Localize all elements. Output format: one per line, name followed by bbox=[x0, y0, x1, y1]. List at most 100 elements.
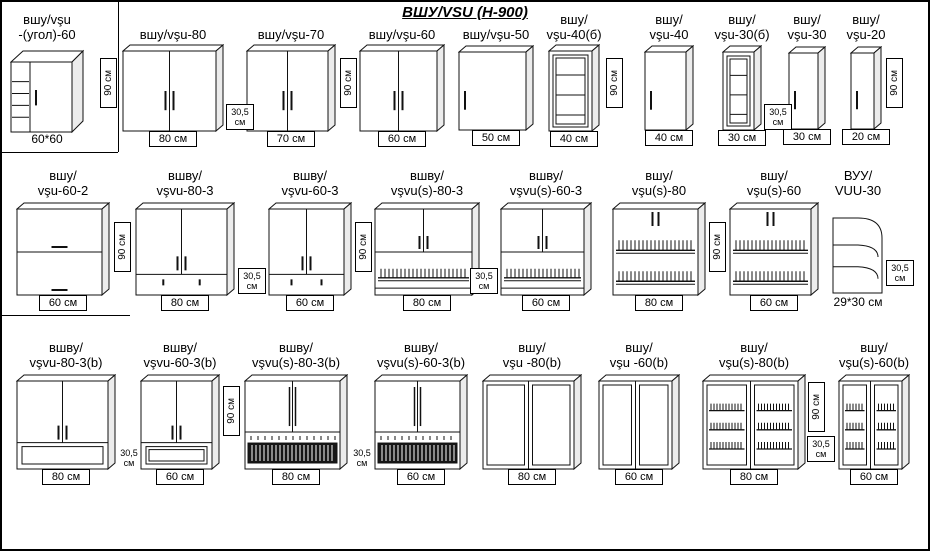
cabinet-name: вшу/vşu(s)-60 bbox=[712, 160, 836, 198]
cabinet-drawing-doors2band bbox=[267, 201, 353, 297]
cabinet-name-line: vşu -60(b) bbox=[609, 355, 669, 370]
dimension-text: 90 см bbox=[609, 70, 620, 96]
grid-divider-vertical bbox=[118, 2, 119, 152]
dimension-annotation: 30,5 см bbox=[120, 448, 138, 468]
cabinet-drawing-corner60 bbox=[9, 47, 85, 134]
cabinet-width-label: 40 см bbox=[550, 131, 598, 147]
dimension-text: 90 см bbox=[712, 234, 723, 260]
cabinet-width-label: 30 см bbox=[718, 130, 766, 146]
cabinet-name: вшву/vşvu-60-3 bbox=[248, 160, 372, 198]
cabinet-width-label: 29*30 см bbox=[833, 295, 883, 309]
cabinet-name-line: vşu(s)-60 bbox=[746, 183, 802, 198]
cabinet-name-line: vşvu(s)-80-3 bbox=[390, 183, 464, 198]
cabinet-name: вшву/vşvu-60-3(b) bbox=[118, 328, 242, 370]
cabinet-width-label: 80 см bbox=[272, 469, 320, 485]
cabinet-drawing-door1 bbox=[457, 44, 535, 132]
cabinet-name-line: вшу/ bbox=[793, 12, 821, 27]
dimension-text: 90 см bbox=[226, 398, 237, 424]
cabinet-name-line: вшу/vşu bbox=[23, 12, 71, 27]
dimension-text: 90 см bbox=[117, 234, 128, 260]
cabinet-name: вшу/vşu-60-2 bbox=[2, 160, 125, 198]
cabinet-name-line: vşvu-80-3 bbox=[156, 183, 214, 198]
dimension-annotation: 30,5 см bbox=[886, 260, 914, 286]
cabinet-drawing-corner-shelf bbox=[832, 212, 884, 296]
cabinet-width-label: 30 см bbox=[783, 129, 831, 145]
cabinet-name: вшу/vşu-(угол)-60 bbox=[2, 6, 109, 42]
dimension-annotation: 30,5 см bbox=[807, 436, 835, 462]
cabinet-name-line: vşu(s)-60(b) bbox=[838, 355, 910, 370]
cabinet-width-label: 60 см bbox=[850, 469, 898, 485]
cabinet-drawing-doors2 bbox=[121, 43, 225, 133]
cabinet-name-line: вшву/ bbox=[167, 168, 203, 183]
cabinet-name-line: вшу/ bbox=[760, 168, 788, 183]
dimension-annotation: 90 см bbox=[355, 222, 372, 272]
cabinet-name-line: vşu-30 bbox=[787, 27, 827, 42]
cabinet-width-label: 60 см bbox=[39, 295, 87, 311]
dimension-annotation: 90 см bbox=[223, 386, 240, 436]
cabinet-drawing-dryerOpen bbox=[728, 201, 820, 297]
cabinet-drawing-door1 bbox=[849, 45, 883, 131]
cabinet-name-line: vşu(s)-80 bbox=[631, 183, 687, 198]
cabinet-width-label: 60 см bbox=[522, 295, 570, 311]
cabinet-width-label: 60 см bbox=[397, 469, 445, 485]
cabinet-name-line: ВУУ/ bbox=[843, 168, 873, 183]
grid-divider-horizontal bbox=[2, 315, 130, 316]
dimension-annotation: 30,5 см bbox=[353, 448, 371, 468]
cabinet-width-label: 80 см bbox=[403, 295, 451, 311]
cabinet-name-line: vşu-30(б) bbox=[714, 27, 770, 42]
cabinet-width-label: 80 см bbox=[161, 295, 209, 311]
cabinet-drawing-doors2 bbox=[358, 43, 446, 133]
cabinet-name-line: vşu-40 bbox=[649, 27, 689, 42]
cabinet-name-line: вшу/vşu-80 bbox=[139, 27, 207, 42]
dimension-annotation: 90 см bbox=[114, 222, 131, 272]
cabinet-name-line: вшву/ bbox=[278, 340, 314, 355]
cabinet-width-label: 60 см bbox=[286, 295, 334, 311]
dimension-annotation: 30,5 см bbox=[226, 104, 254, 130]
dimension-annotation: 90 см bbox=[709, 222, 726, 272]
cabinet-width-label: 80 см bbox=[730, 469, 778, 485]
cabinet-name-line: вшу/vşu-50 bbox=[462, 27, 530, 42]
cabinet-name: вшву/vşvu(s)-80-3(b) bbox=[234, 328, 358, 370]
cabinet-drawing-doors2niche2 bbox=[139, 373, 221, 471]
cabinet-drawing-door1 bbox=[643, 44, 695, 132]
cabinet-name-line: вшу/ bbox=[740, 340, 768, 355]
cabinet-name-line: вшу/ bbox=[852, 12, 880, 27]
cabinet-name: ВУУ/VUU-30 bbox=[796, 160, 920, 198]
cabinet-name: вшу/vşu-40 bbox=[607, 6, 731, 42]
cabinet-drawing-glass2 bbox=[481, 373, 583, 471]
cabinet-name: вшу/vşu(s)-80(b) bbox=[692, 328, 816, 370]
grid-divider-horizontal bbox=[2, 152, 118, 153]
cabinet-drawing-dryerOpen bbox=[611, 201, 707, 297]
cabinet-name: вшу/vşu -60(b) bbox=[577, 328, 701, 370]
cabinet-name: вшу/vşu-30(б) bbox=[680, 6, 804, 42]
cabinet-name-line: vşvu(s)-60-3(b) bbox=[376, 355, 466, 370]
cabinet-name-line: vşvu(s)-80-3(b) bbox=[251, 355, 341, 370]
cabinet-width-label: 60 см bbox=[615, 469, 663, 485]
cabinet-name: вшву/vşvu(s)-80-3 bbox=[365, 160, 489, 198]
cabinet-name-line: vşu-40(б) bbox=[546, 27, 602, 42]
cabinet-name-line: vşvu(s)-60-3 bbox=[509, 183, 583, 198]
dimension-text: 90 см bbox=[103, 70, 114, 96]
cabinet-name-line: вшу/ bbox=[625, 340, 653, 355]
cabinet-drawing-glass2dryer bbox=[701, 373, 807, 471]
cabinet-drawing-doors2 bbox=[245, 43, 337, 133]
cabinet-name-line: vşvu-60-3(b) bbox=[143, 355, 217, 370]
cabinet-name-line: вшу/vşu-60 bbox=[368, 27, 436, 42]
cabinet-name: вшву/vşvu-80-3(b) bbox=[4, 328, 128, 370]
dimension-annotation: 90 см bbox=[606, 58, 623, 108]
dimension-text: 90 см bbox=[358, 234, 369, 260]
cabinet-drawing-doors2dryerband bbox=[373, 201, 481, 297]
cabinet-name-line: вшву/ bbox=[409, 168, 445, 183]
page-title: ВШУ/VSU (Н-900) bbox=[402, 4, 528, 21]
dimension-annotation: 90 см bbox=[808, 382, 825, 432]
cabinet-width-label: 60 см bbox=[378, 131, 426, 147]
cabinet-name: вшву/vşvu(s)-60-3 bbox=[484, 160, 608, 198]
cabinet-name-line: vşu -80(b) bbox=[502, 355, 562, 370]
dimension-annotation: 90 см bbox=[886, 58, 903, 108]
cabinet-name: вшу/vşu -80(b) bbox=[470, 328, 594, 370]
cabinet-name: вшу/vşu-20 bbox=[804, 6, 928, 42]
cabinet-name-line: вшву/ bbox=[528, 168, 564, 183]
cabinet-name-line: vşvu-60-3 bbox=[281, 183, 339, 198]
cabinet-name: вшу/vşu-30 bbox=[745, 6, 869, 42]
cabinet-name-line: vşu-20 bbox=[846, 27, 886, 42]
